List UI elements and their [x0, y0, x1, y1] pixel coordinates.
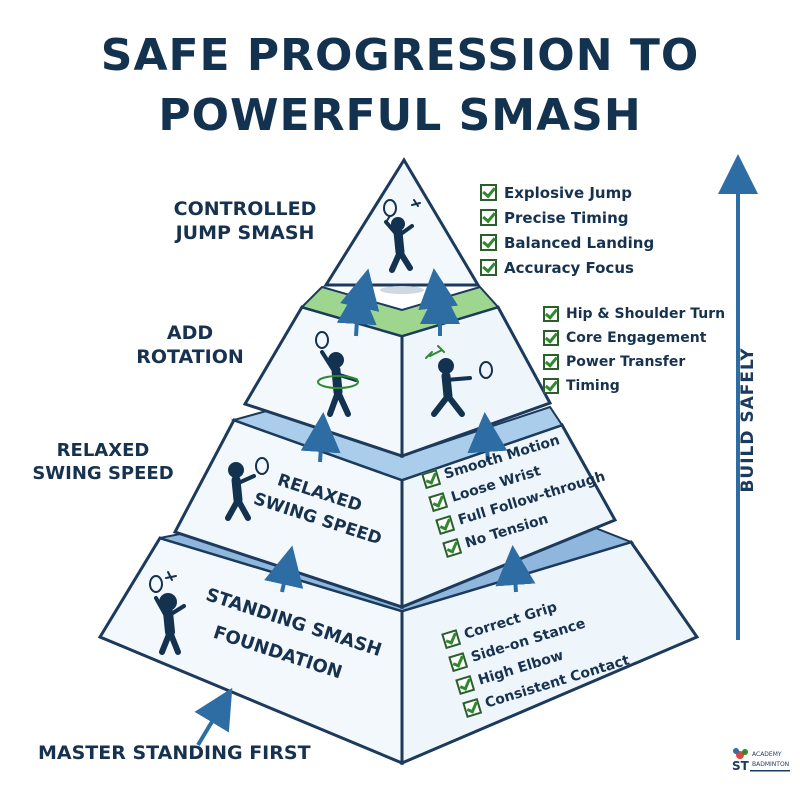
arrow-3: [300, 412, 341, 463]
arrow-5: [336, 284, 377, 337]
arrow-8: [418, 268, 459, 311]
checkbox-icon: [543, 330, 559, 346]
player-jump-icon: [383, 199, 421, 273]
checkbox-icon: [421, 469, 442, 490]
title-line-1: SAFE PROGRESSION TO: [100, 30, 700, 81]
checkbox-icon: [455, 675, 476, 696]
arrow-1: [264, 545, 304, 593]
master-arrow: [194, 687, 233, 747]
jump-shadow: [380, 286, 424, 294]
jump-tier-label-line-1: CONTROLLED: [173, 198, 317, 220]
logo-line-1: ACADEMY: [752, 751, 782, 758]
check-item: Explosive Jump: [480, 180, 654, 205]
relaxed-tier-label-line-1: RELAXED: [56, 440, 150, 461]
checkbox-icon: [543, 354, 559, 370]
checkbox-icon: [480, 184, 497, 201]
player-relaxed-icon: [225, 457, 269, 521]
rotation-tier-label-line-1: ADD: [166, 322, 214, 344]
jump-checklist: Explosive Jump Precise Timing Balanced L…: [480, 180, 654, 280]
checkbox-icon: [442, 538, 463, 558]
player-rotation-right-icon: [425, 345, 493, 417]
checkbox-icon: [543, 306, 559, 322]
logo-line-3: BADMINTON: [752, 761, 789, 768]
rotation-tier-label: ADD ROTATION: [120, 322, 260, 370]
title-line-2: POWERFUL SMASH: [158, 90, 642, 141]
academy-logo: ACADEMY ST BADMINTON: [732, 748, 790, 773]
check-item: Precise Timing: [480, 205, 654, 230]
rotation-tier-label-line-2: ROTATION: [136, 345, 244, 368]
master-standing-label: MASTER STANDING FIRST: [38, 742, 311, 764]
relaxed-tier-label-line-2: SWING SPEED: [32, 462, 174, 484]
checkbox-icon: [435, 515, 456, 536]
jump-tier-label-line-2: JUMP SMASH: [175, 221, 315, 244]
checkbox-icon: [480, 259, 497, 276]
arrow-2: [495, 545, 536, 593]
check-item: Hip & Shoulder Turn: [543, 302, 725, 326]
player-standing-icon: [149, 571, 186, 655]
progression-arrows: [194, 154, 758, 747]
rotation-checklist: Hip & Shoulder Turn Core Engagement Powe…: [543, 302, 725, 398]
player-rotation-left-icon: [315, 331, 359, 417]
build-safely-label: BUILD SAFELY: [738, 347, 758, 493]
check-item: Balanced Landing: [480, 230, 654, 255]
check-item: Timing: [543, 374, 725, 398]
checkbox-icon: [428, 492, 449, 513]
checkbox-icon: [448, 652, 469, 673]
check-item: Accuracy Focus: [480, 255, 654, 280]
logo-line-2: ST: [732, 759, 750, 773]
relaxed-tier-label: RELAXED SWING SPEED: [28, 440, 178, 485]
arrow-4: [467, 412, 508, 463]
check-item: Power Transfer: [543, 350, 725, 374]
checkbox-icon: [441, 629, 462, 650]
checkbox-icon: [462, 698, 483, 718]
arrow-7: [340, 268, 380, 312]
checkbox-icon: [480, 234, 497, 251]
check-item: Core Engagement: [543, 326, 725, 350]
checkbox-icon: [543, 378, 559, 394]
checkbox-icon: [480, 209, 497, 226]
jump-tier-label: CONTROLLED JUMP SMASH: [160, 198, 330, 246]
